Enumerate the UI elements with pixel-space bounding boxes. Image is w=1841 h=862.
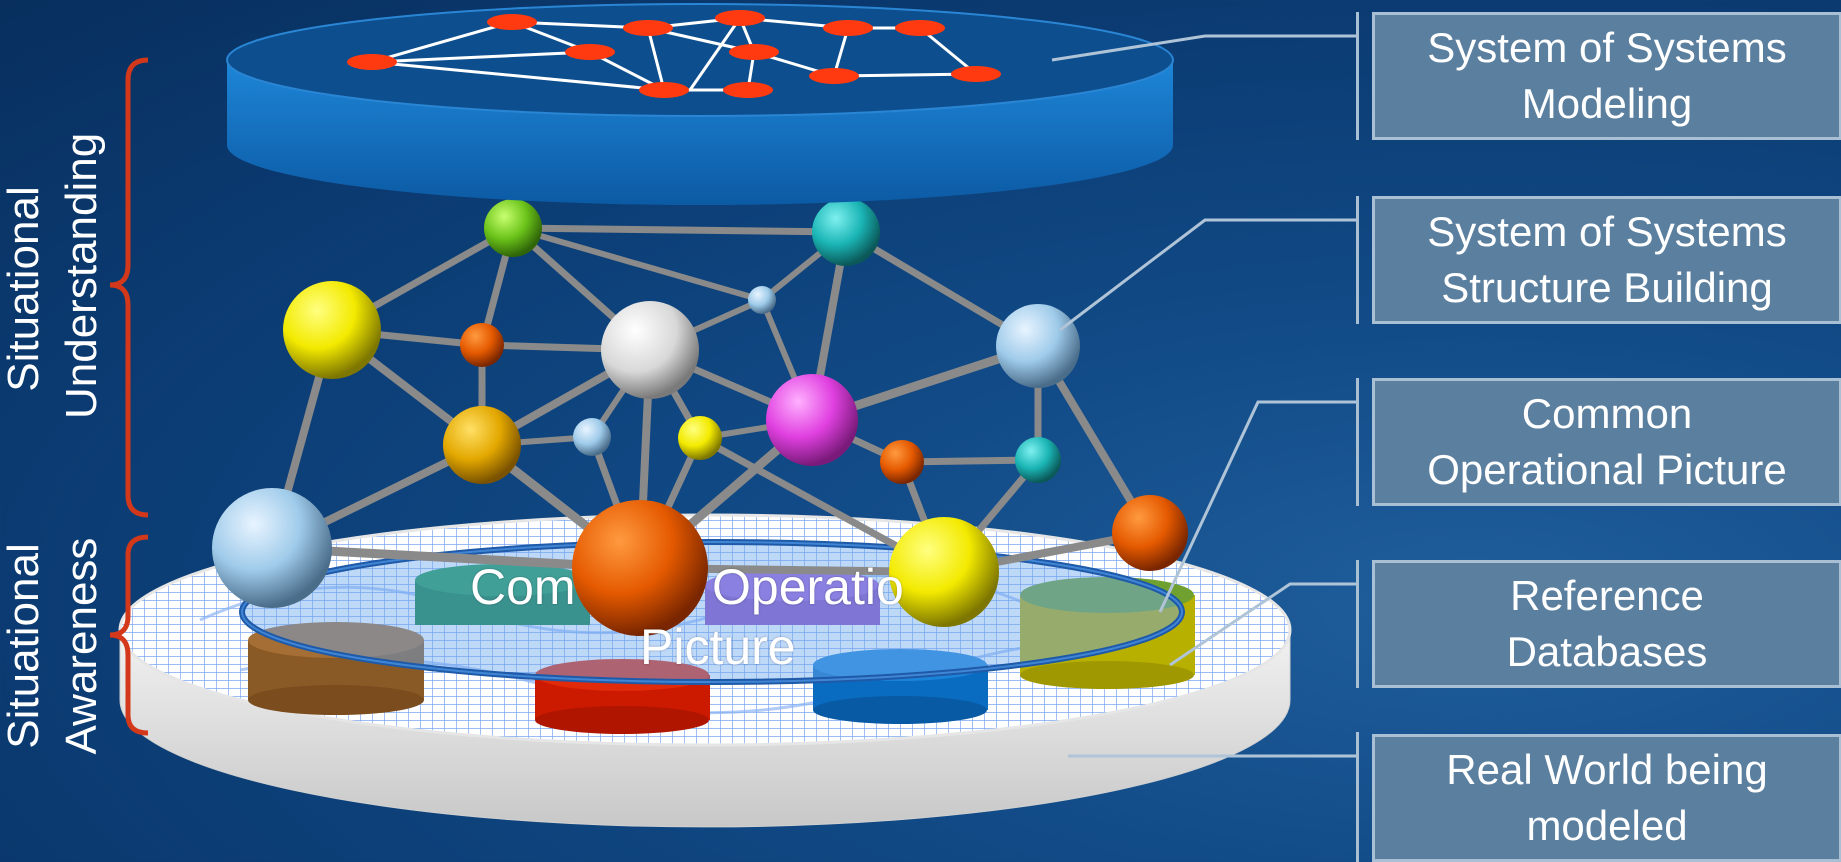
node-yellow-left: [283, 281, 381, 379]
cop-disc-text-2: Picture: [640, 619, 796, 675]
label-bar-5: [1356, 732, 1359, 862]
node-green: [484, 199, 542, 257]
model-graph-nodes: [347, 10, 1001, 98]
node-orange-right: [1112, 495, 1188, 571]
cop-disc-text-1b: Operatio: [712, 559, 904, 615]
label-common-operational-picture: Common Operational Picture: [1372, 378, 1841, 506]
leader-cop: [1158, 400, 1356, 613]
label-bar-1: [1356, 12, 1359, 140]
label-line: Operational Picture: [1427, 446, 1787, 493]
node-orange-big: [572, 500, 708, 636]
label-structure-building: System of Systems Structure Building: [1372, 196, 1841, 324]
network-nodes: [212, 198, 1188, 636]
node-teal-top: [812, 198, 880, 266]
node-small-orange-2: [880, 440, 924, 484]
label-line: System of Systems: [1427, 208, 1787, 255]
label-bar-3: [1356, 378, 1359, 506]
label-real-world: Real World being modeled: [1372, 734, 1841, 862]
label-line: Reference: [1510, 572, 1704, 619]
leader-structure: [1059, 218, 1356, 332]
leader-databases: [1169, 582, 1356, 667]
node-gold: [443, 406, 521, 484]
node-small-orange: [460, 323, 504, 367]
cop-disc-text-1a: Com: [470, 559, 576, 615]
label-line: modeled: [1526, 802, 1688, 849]
node-white: [601, 301, 699, 399]
situational-understanding-label: Situational Understanding: [0, 132, 111, 419]
node-small-lightblue-2: [573, 418, 611, 456]
awareness-line-1: Situational: [0, 543, 48, 749]
node-small-lightblue: [748, 286, 776, 314]
label-bar-2: [1356, 196, 1359, 324]
understanding-line-2: Understanding: [57, 132, 106, 419]
modeling-disc: [226, 3, 1174, 205]
node-lightblue-big: [212, 488, 332, 608]
label-line: Common: [1521, 390, 1693, 437]
understanding-line-1: Situational: [0, 186, 48, 392]
node-small-yellow: [678, 416, 722, 460]
leader-modeling: [1051, 34, 1356, 62]
awareness-bracket: [109, 534, 149, 736]
db-cylinder-purple: [705, 569, 880, 625]
node-small-teal: [1015, 437, 1061, 483]
understanding-bracket: [109, 57, 149, 518]
db-cylinder-green: [415, 564, 590, 625]
label-line: System of Systems: [1427, 24, 1787, 71]
situational-awareness-label: Situational Awareness: [0, 536, 111, 756]
label-bar-4: [1356, 560, 1359, 688]
label-line: Databases: [1506, 628, 1708, 675]
label-line: Structure Building: [1441, 264, 1773, 311]
node-magenta: [766, 374, 858, 466]
label-reference-databases: Reference Databases: [1372, 560, 1841, 688]
leader-lines: [1051, 34, 1356, 758]
label-line: Real World being: [1446, 746, 1768, 793]
node-yellow-big: [889, 517, 999, 627]
awareness-line-2: Awareness: [57, 537, 106, 755]
label-system-of-systems-modeling: System of Systems Modeling: [1372, 12, 1841, 140]
node-lightblue-right: [996, 304, 1080, 388]
reference-database-cylinders: [248, 564, 1195, 734]
label-line: Modeling: [1521, 80, 1693, 127]
db-cylinder-brown: [248, 622, 424, 715]
